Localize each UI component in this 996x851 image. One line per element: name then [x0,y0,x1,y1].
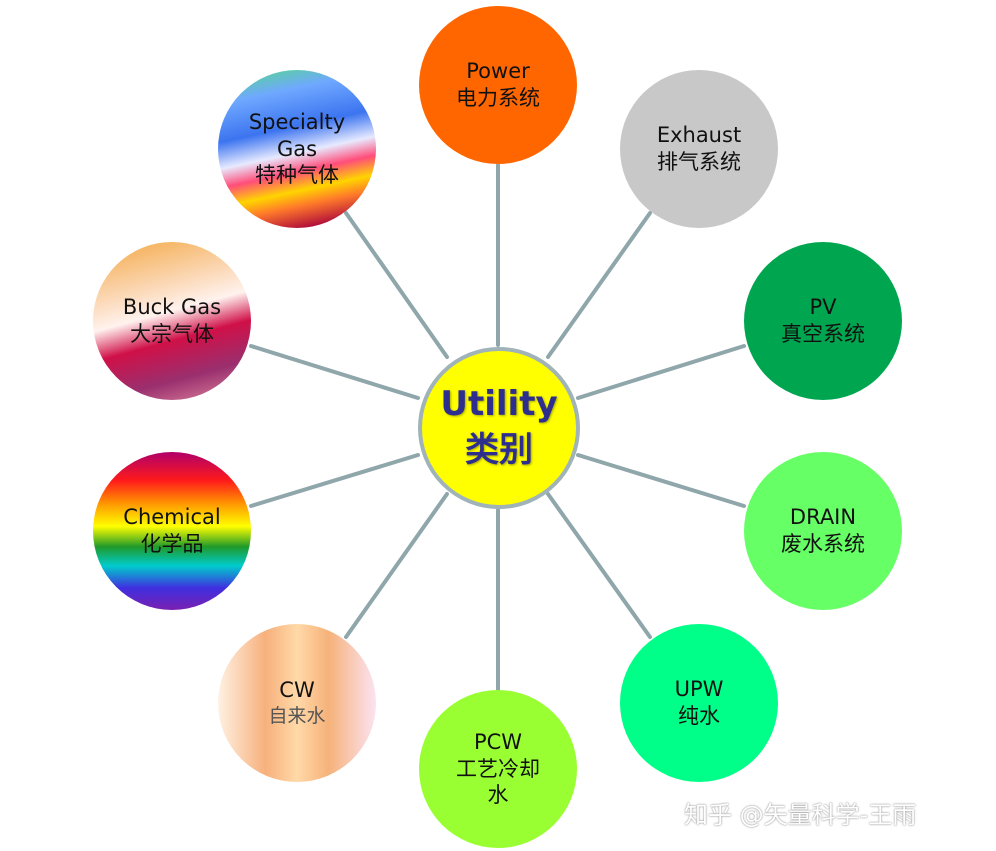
node-power-zh: 电力系统 [456,86,540,110]
node-cw-en: CW [279,678,315,703]
connector-drain [576,453,746,508]
node-power: Power 电力系统 [419,6,577,164]
node-drain-zh: 废水系统 [781,532,865,556]
node-upw-en: UPW [674,677,724,702]
node-chemical-en: Chemical [123,505,221,530]
node-pv-zh: 真空系统 [781,322,865,346]
node-exhaust-en: Exhaust [656,123,742,148]
node-exhaust-zh: 排气系统 [657,150,741,174]
node-exhaust: Exhaust 排气系统 [620,70,778,228]
node-pcw: PCW 工艺冷却 水 [419,690,577,848]
connector-cw [344,492,449,639]
node-upw-zh: 纯水 [678,704,720,728]
connector-exhaust [546,211,652,359]
node-drain: DRAIN 废水系统 [744,452,902,610]
node-drain-en: DRAIN [789,505,857,530]
node-upw: UPW 纯水 [620,624,778,782]
connector-upw [546,492,652,639]
watermark: 知乎 @矢量科学-王雨 [684,801,917,829]
node-cw-zh: 自来水 [268,705,326,728]
node-pv-en: PV [809,295,837,320]
center-utility-node: Utility 类别 [418,347,580,509]
node-specialty-gas-en-line2: Gas [276,136,318,161]
center-title-en: Utility [440,384,558,425]
connector-pv [576,344,746,400]
node-pcw-zh-line2: 水 [487,783,509,808]
node-cw: CW 自来水 [218,624,376,782]
node-specialty-gas: Specialty Gas 特种气体 [218,70,376,228]
node-buck-gas-en: Buck Gas [122,295,222,320]
node-pv: PV 真空系统 [744,242,902,400]
node-power-en: Power [466,59,530,84]
node-specialty-gas-en-line1: Specialty [248,109,346,134]
node-buck-gas-zh: 大宗气体 [130,322,214,346]
node-pcw-zh-line1: 工艺冷却 [456,756,540,781]
node-buck-gas: Buck Gas 大宗气体 [93,242,251,400]
center-title-zh: 类别 [465,430,533,470]
connector-specialty-gas [344,211,449,359]
node-chemical-zh: 化学品 [140,532,204,556]
node-specialty-gas-zh: 特种气体 [255,163,339,188]
node-chemical: Chemical 化学品 [93,452,251,610]
node-pcw-en: PCW [473,729,523,754]
connector-chemical [249,453,420,508]
connector-buck-gas [249,344,420,400]
